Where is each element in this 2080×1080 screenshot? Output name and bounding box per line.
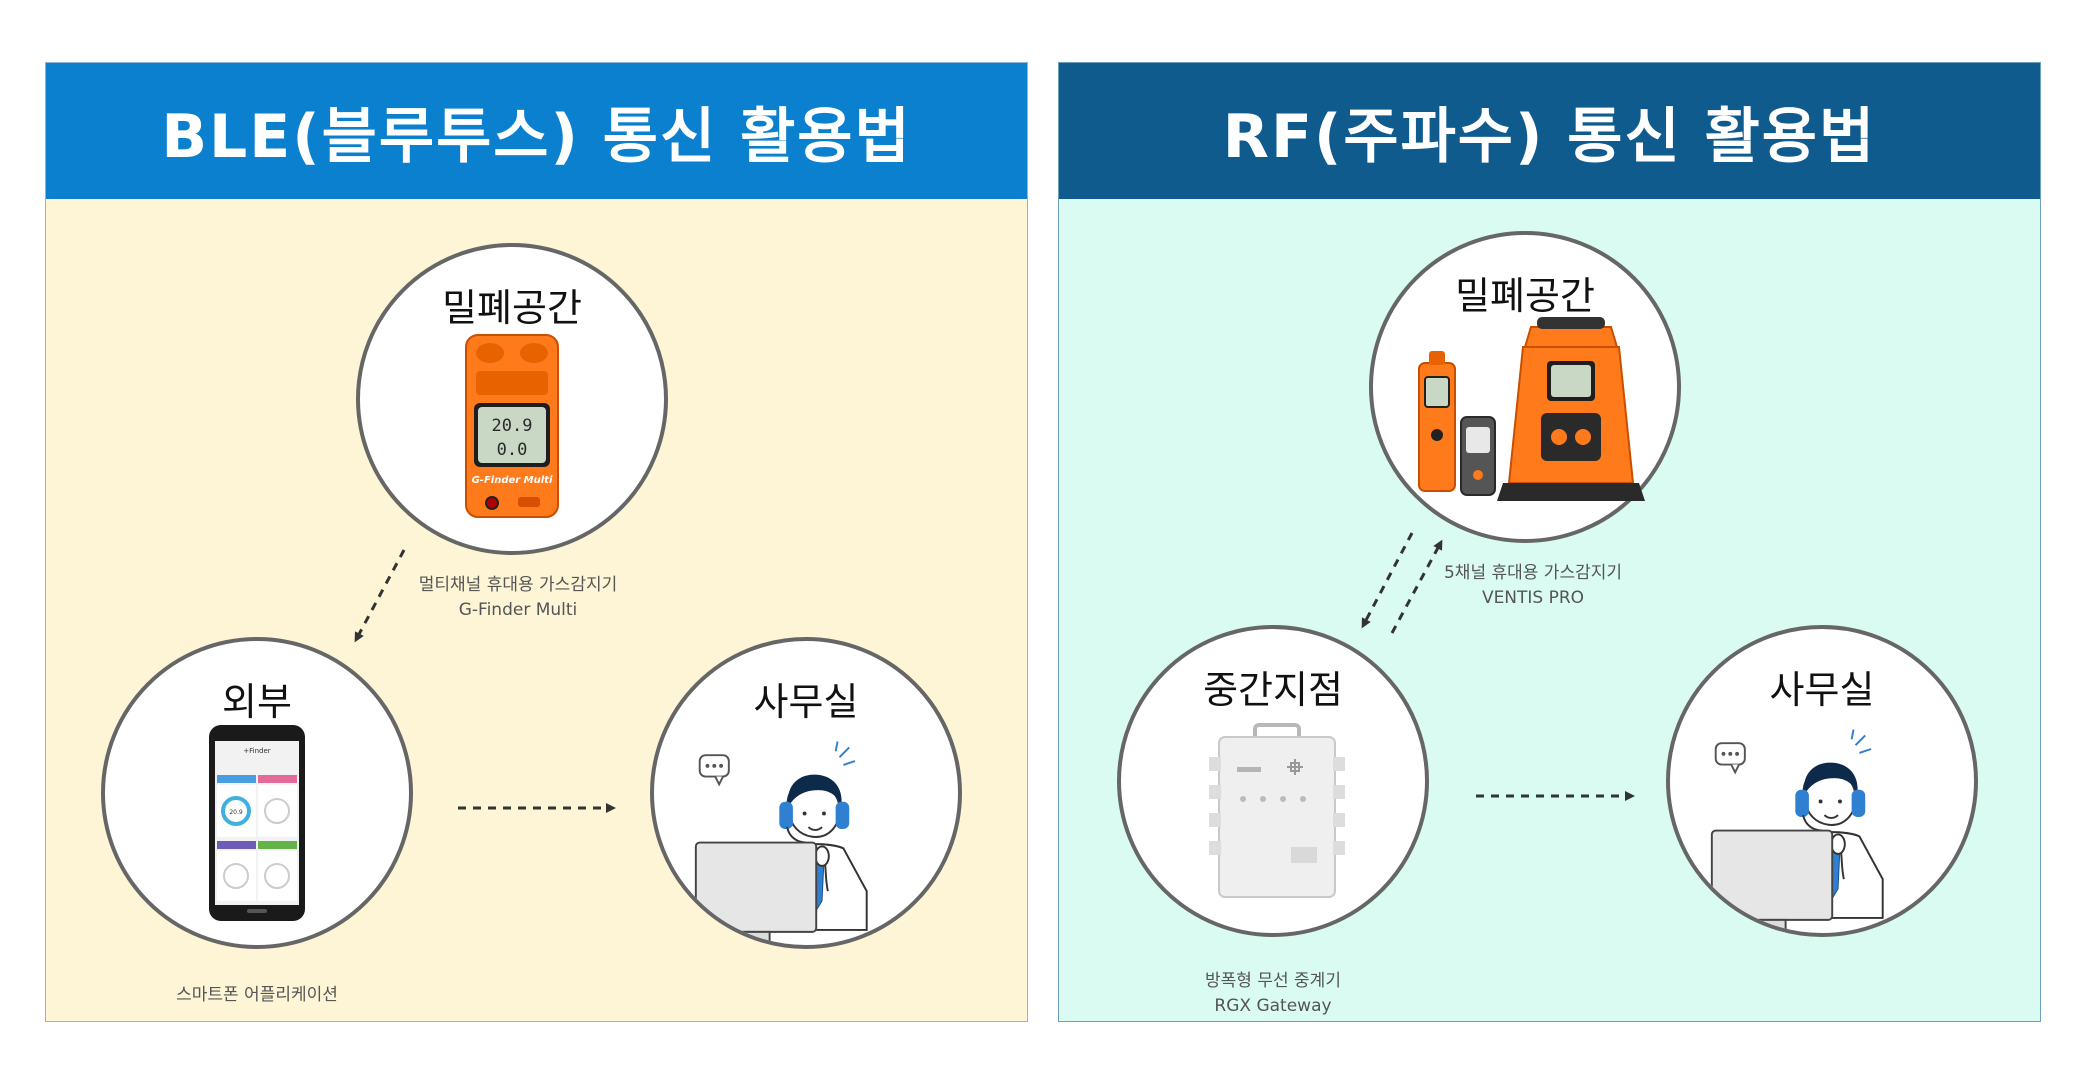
node-label: 중간지점 — [1203, 668, 1343, 712]
caption-line: 방폭형 무선 중계기 — [1205, 971, 1341, 991]
caption-line: 5채널 휴대용 가스감지기 — [1443, 563, 1623, 583]
arrow-confined-to-outside — [354, 549, 406, 643]
caption-phone: 스마트폰 어플리케이션 — [67, 983, 447, 1008]
phone-reading: 20.9 — [229, 809, 243, 816]
node-office: 사무실 — [1666, 625, 1978, 937]
smartphone-icon: +Finder 20.9 — [209, 725, 305, 921]
node-relay-point: 중간지점 — [1117, 625, 1429, 937]
caption-gateway: 방폭형 무선 중계기 RGX Gateway — [1083, 969, 1463, 1019]
arrow-confined-to-relay — [1361, 532, 1414, 629]
office-worker-icon — [1710, 728, 1904, 933]
caption-line: RGX Gateway — [1214, 996, 1332, 1016]
caption-line: G-Finder Multi — [458, 600, 578, 620]
node-label: 사무실 — [753, 680, 859, 724]
node-label: 외부 — [222, 680, 292, 724]
caption-line: VENTIS PRO — [1481, 588, 1585, 608]
ble-panel: BLE(블루투스) 통신 활용법 밀폐공간 20.9 0.0 G-Finder … — [45, 62, 1028, 1022]
rf-panel: RF(주파수) 통신 활용법 밀폐공간 — [1058, 62, 2041, 1022]
node-outside: 외부 +Finder 20.9 — [101, 637, 413, 949]
caption-line: 스마트폰 어플리케이션 — [176, 985, 338, 1005]
ble-panel-title: BLE(블루투스) 통신 활용법 — [46, 63, 1027, 199]
node-label: 밀폐공간 — [442, 286, 582, 330]
detector-reading-top: 20.9 — [492, 416, 533, 436]
rf-panel-title: RF(주파수) 통신 활용법 — [1059, 63, 2040, 199]
node-office: 사무실 — [650, 637, 962, 949]
detector-brand: G-Finder Multi — [472, 475, 553, 486]
node-label: 밀폐공간 — [1455, 274, 1595, 318]
phone-app-name: +Finder — [243, 747, 271, 755]
arrow-relay-to-confined — [1390, 539, 1443, 634]
node-label: 사무실 — [1769, 668, 1875, 712]
detector-reading-bottom: 0.0 — [497, 440, 528, 460]
gateway-box-icon — [1209, 723, 1345, 898]
gas-detector-icon: 20.9 0.0 G-Finder Multi — [465, 334, 559, 518]
node-confined-space: 밀폐공간 — [1369, 231, 1681, 543]
rf-arrows — [1361, 532, 1635, 801]
ble-arrows — [354, 549, 616, 813]
caption-ble-detector: 멀티채널 휴대용 가스감지기 G-Finder Multi — [328, 573, 708, 623]
area-monitor-icon — [1418, 317, 1645, 501]
caption-line: 멀티채널 휴대용 가스감지기 — [418, 575, 618, 595]
office-worker-icon — [694, 740, 888, 945]
node-confined-space: 밀폐공간 20.9 0.0 G-Finder Multi — [356, 243, 668, 555]
caption-rf-detector: 5채널 휴대용 가스감지기 VENTIS PRO — [1343, 561, 1723, 611]
